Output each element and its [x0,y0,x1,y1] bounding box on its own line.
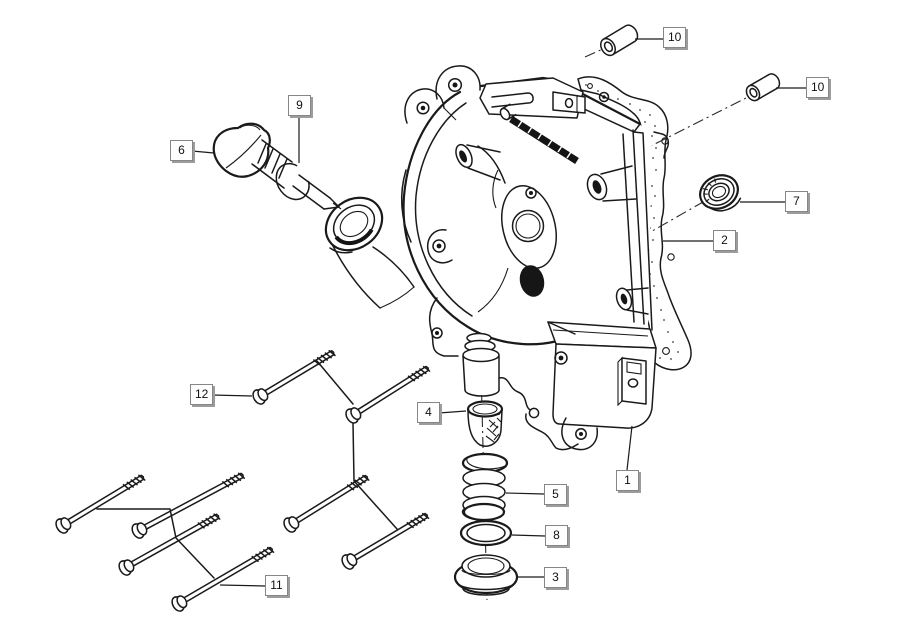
screw-11b [55,474,146,534]
callout-6[interactable]: 6 [170,140,193,161]
callout-2[interactable]: 2 [713,230,736,251]
callout-8[interactable]: 8 [545,525,568,546]
leader-line-5 [505,492,545,495]
dipstick-part [212,122,342,210]
callout-11[interactable]: 11 [265,575,288,596]
leader-line-11 [219,584,266,587]
callout-9[interactable]: 9 [288,95,311,116]
callout-5[interactable]: 5 [544,484,567,505]
stud [499,103,579,164]
plug-part [453,554,519,596]
screw-12 [252,349,336,405]
screw-11e [171,546,275,612]
callout-3[interactable]: 3 [544,567,567,588]
boss-mid-right [586,165,637,202]
screw-11c [131,472,246,539]
screw-11f [283,474,370,533]
leader-line-8 [511,534,546,537]
boss-upper-left [455,143,501,181]
screw-11d [118,513,221,576]
dowel-pin-upper [600,24,639,57]
dowel-pin-right [745,73,781,102]
callout-10-right[interactable]: 10 [806,77,830,98]
oil-seal-part [699,174,742,212]
oring-part [275,163,310,201]
leader-line-6 [191,150,215,154]
callout-10-upper[interactable]: 10 [663,27,687,48]
callout-4[interactable]: 4 [417,402,440,423]
callout-1[interactable]: 1 [616,470,639,491]
filler-neck [324,196,415,309]
spring-part [461,452,509,522]
boss-lower-right [615,287,649,315]
seal-ring-part [459,519,513,547]
screw-11a [345,365,431,424]
callout-12[interactable]: 12 [190,384,214,405]
callout-7[interactable]: 7 [785,191,808,212]
leader-line-4 [438,410,467,414]
leader-line-12 [211,394,253,397]
strainer-part [466,400,504,447]
strainer-boss [462,332,500,397]
screw-11g [341,512,430,570]
cover-part [400,62,657,451]
leader-lines [191,38,806,587]
screw-connector-lines [96,360,398,579]
leader-line-1 [626,425,633,471]
